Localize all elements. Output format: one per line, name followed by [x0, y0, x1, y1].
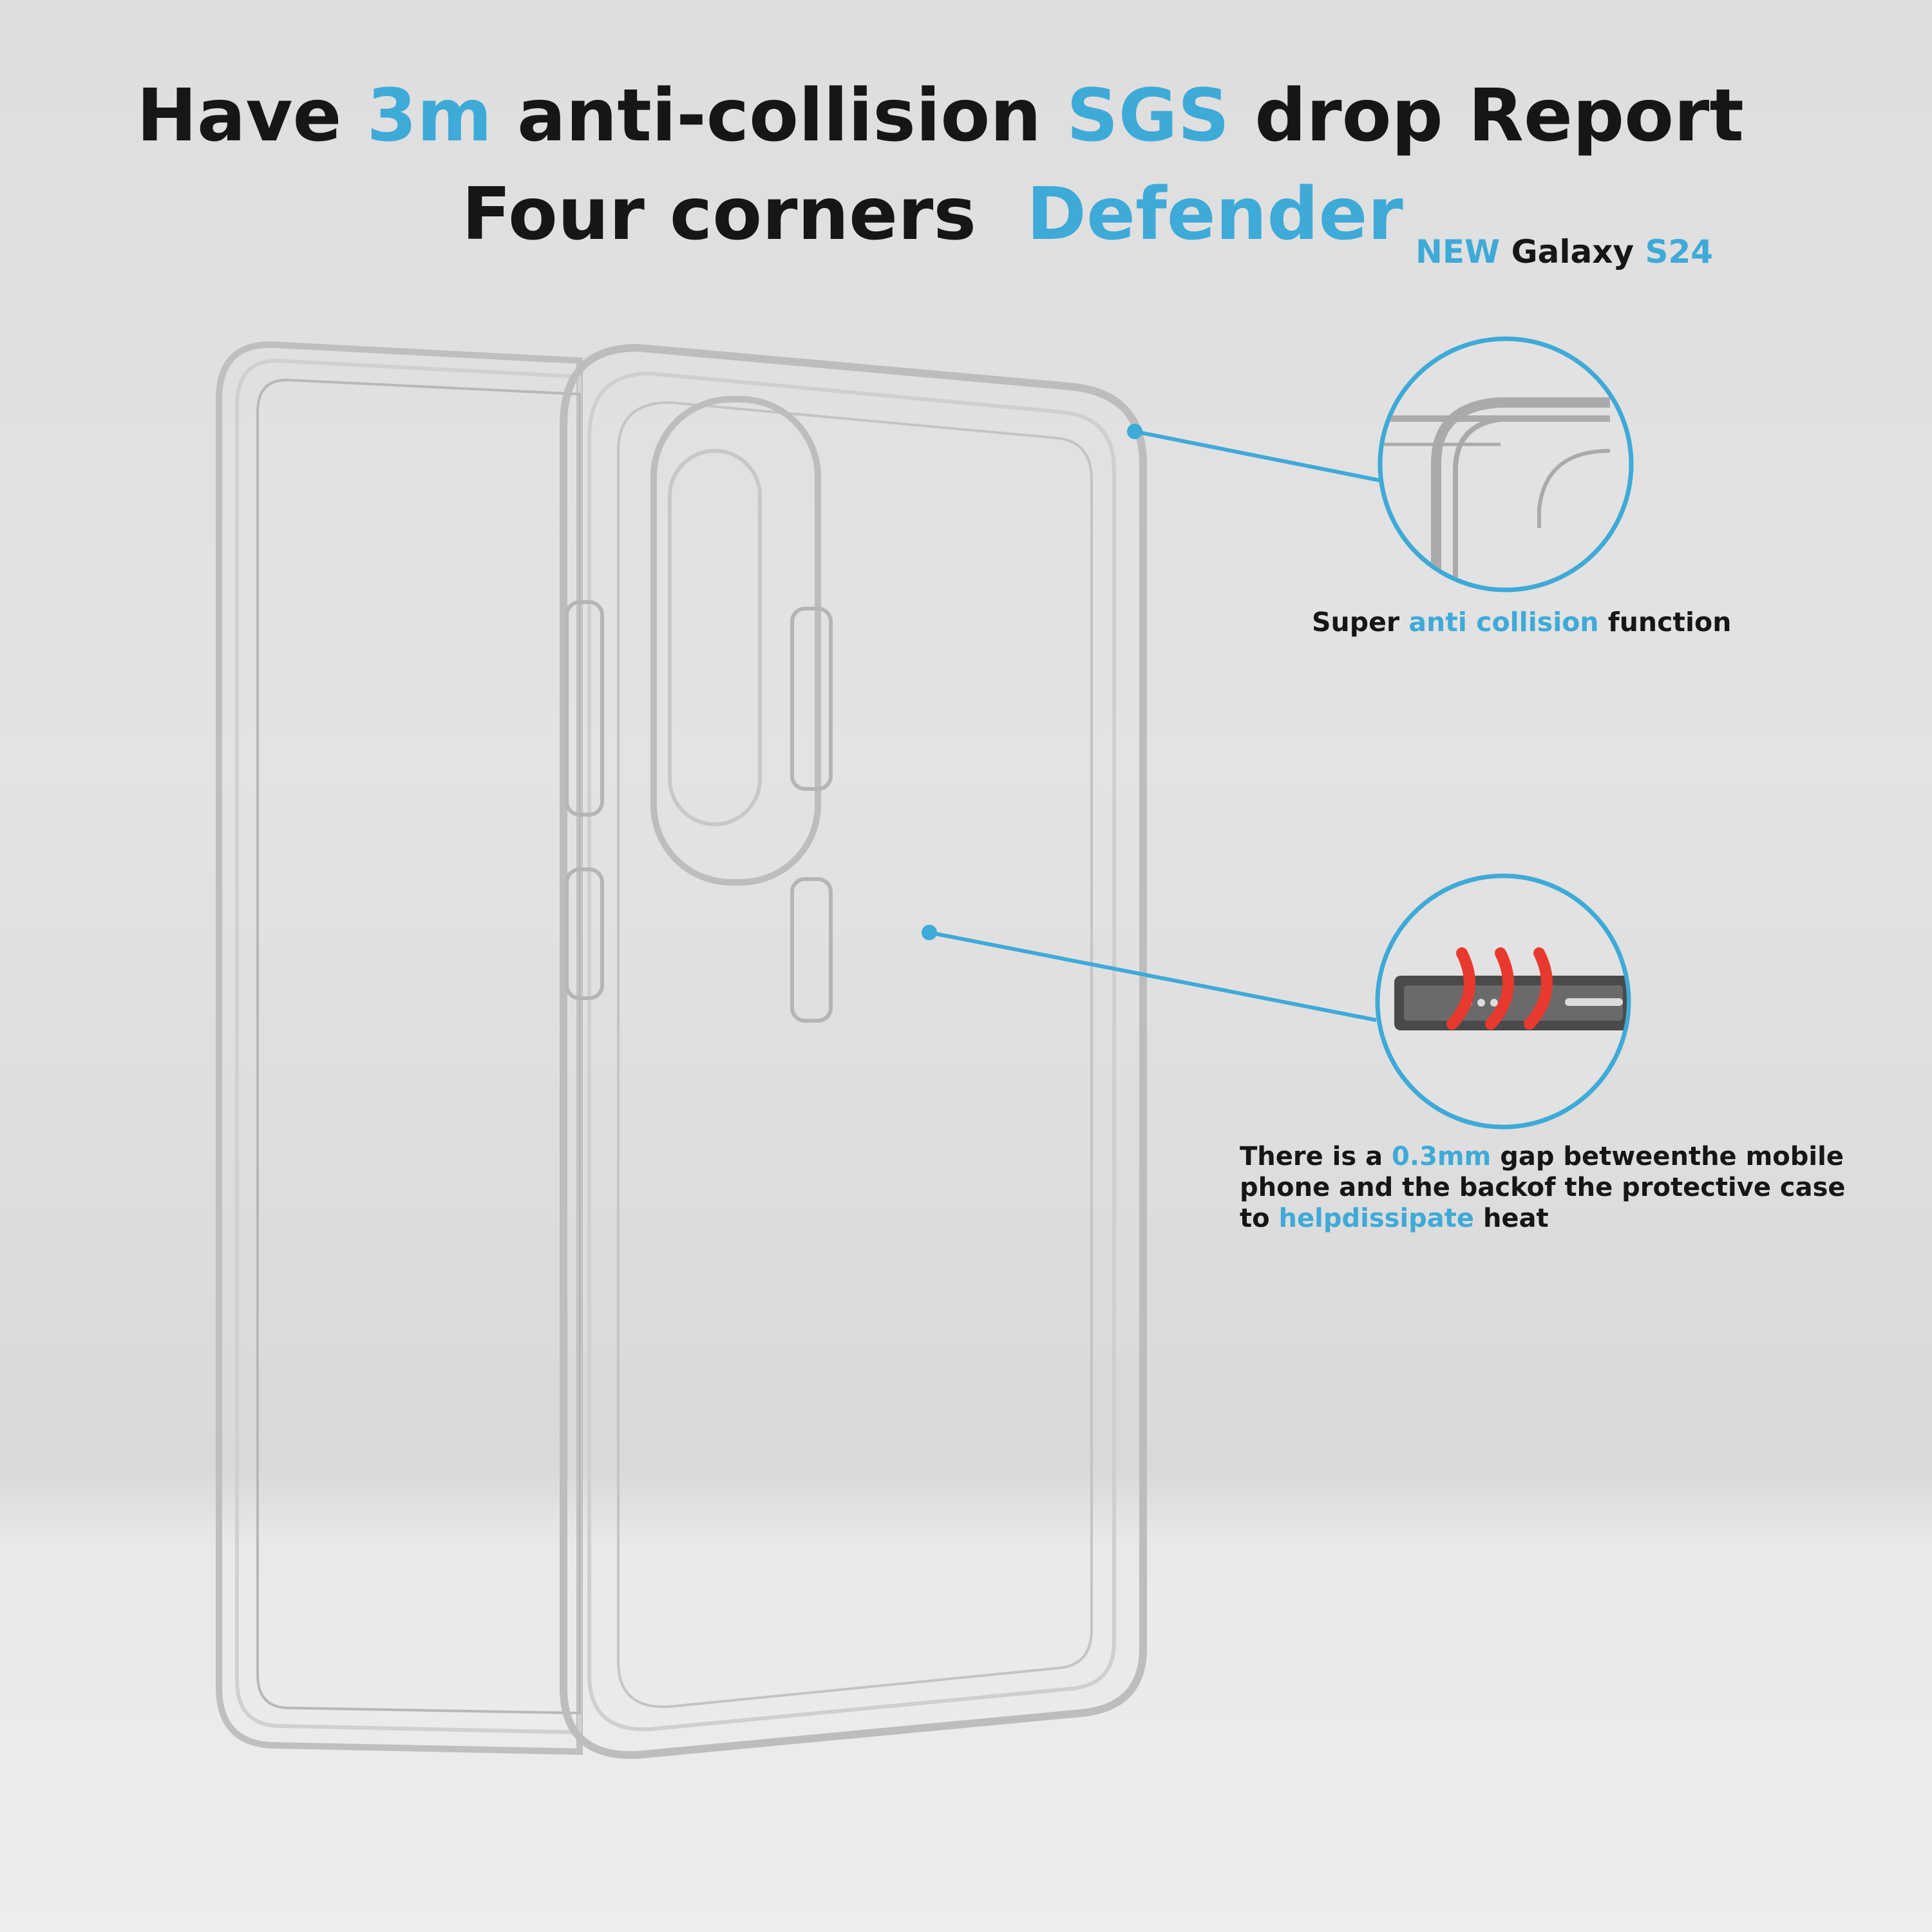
gap-caption: There is a 0.3mm gap betweenthe mobile p…: [1240, 1142, 1846, 1233]
callout-dot-corner: [1127, 424, 1142, 439]
heat-gap-zoom-circle: [1375, 873, 1631, 1130]
case-front-view: [560, 343, 1147, 1759]
callout-line-corner: [1134, 430, 1381, 482]
headline-line-2: Four corners Defender: [462, 173, 1403, 256]
heat-arrow-icons: [1446, 947, 1553, 1030]
model-label: NEW Galaxy S24: [1416, 233, 1714, 270]
case-back-view: [216, 341, 583, 1756]
corner-caption: Super anti collision function: [1312, 607, 1732, 638]
callout-dot-gap: [922, 925, 937, 940]
headline-line-1: Have 3m anti-collision SGS drop Report: [137, 74, 1744, 158]
corner-zoom-circle: [1378, 336, 1634, 592]
callout-line-gap: [929, 931, 1377, 1022]
